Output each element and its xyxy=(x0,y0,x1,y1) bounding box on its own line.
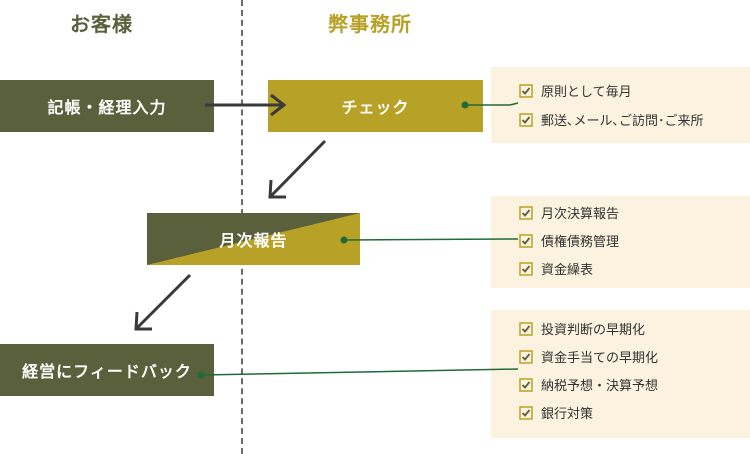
checklist-item: 月次決算報告 xyxy=(519,203,619,222)
checkbox-icon xyxy=(519,233,533,248)
checkbox-icon xyxy=(519,321,533,336)
checklist-item: 資金繰表 xyxy=(519,259,593,278)
checkbox-icon xyxy=(519,205,533,220)
monthly-report-details-panel: 月次決算報告 債権債務管理 資金繰表 xyxy=(491,196,750,288)
checklist-item: 債権債務管理 xyxy=(519,231,619,250)
checklist-item-label: 投資判断の早期化 xyxy=(541,323,646,338)
management-feedback-box: 経営にフィードバック xyxy=(0,344,214,396)
checklist-item-label: 資金繰表 xyxy=(541,263,594,278)
checkbox-icon xyxy=(519,405,533,420)
arrow-down-left-icon xyxy=(268,139,327,199)
checkbox-icon xyxy=(519,261,533,276)
checklist-item: 郵送､メール､ご訪問･ご来所 xyxy=(519,110,704,129)
monthly-report-box: 月次報告 xyxy=(147,213,360,265)
feedback-details-panel: 投資判断の早期化 資金手当ての早期化 納税予想・決算予想 銀行対策 xyxy=(491,310,750,438)
checkbox-icon xyxy=(519,377,533,392)
checklist-item-label: 原則として毎月 xyxy=(541,85,632,100)
checklist-item-label: 銀行対策 xyxy=(541,407,594,422)
checklist-item-label: 月次決算報告 xyxy=(541,207,620,222)
arrow-right-icon xyxy=(205,93,287,117)
checklist-item: 納税予想・決算予想 xyxy=(519,375,658,394)
arrow-down-left-icon xyxy=(134,273,192,331)
bookkeeping-entry-box: 記帳・経理入力 xyxy=(0,80,214,132)
checklist-item: 銀行対策 xyxy=(519,403,593,422)
checklist-item: 原則として毎月 xyxy=(519,81,632,100)
check-details-panel: 原則として毎月 郵送､メール､ご訪問･ご来所 xyxy=(491,67,750,143)
checklist-item-label: 資金手当ての早期化 xyxy=(541,351,659,366)
monthly-panel-connector xyxy=(340,236,519,244)
checkbox-icon xyxy=(519,112,533,127)
checklist-item: 資金手当ての早期化 xyxy=(519,347,658,366)
checklist-item-label: 郵送､メール､ご訪問･ご来所 xyxy=(541,114,704,129)
check-box: チェック xyxy=(268,80,483,132)
feedback-panel-connector xyxy=(197,368,519,379)
checkbox-icon xyxy=(519,83,533,98)
client-column-header: お客様 xyxy=(70,12,133,36)
checklist-item-label: 債権債務管理 xyxy=(541,235,620,250)
checklist-item-label: 納税予想・決算予想 xyxy=(541,379,659,394)
checkbox-icon xyxy=(519,349,533,364)
checklist-item: 投資判断の早期化 xyxy=(519,319,645,338)
check-panel-connector xyxy=(461,101,519,109)
office-column-header: 弊事務所 xyxy=(328,12,412,36)
